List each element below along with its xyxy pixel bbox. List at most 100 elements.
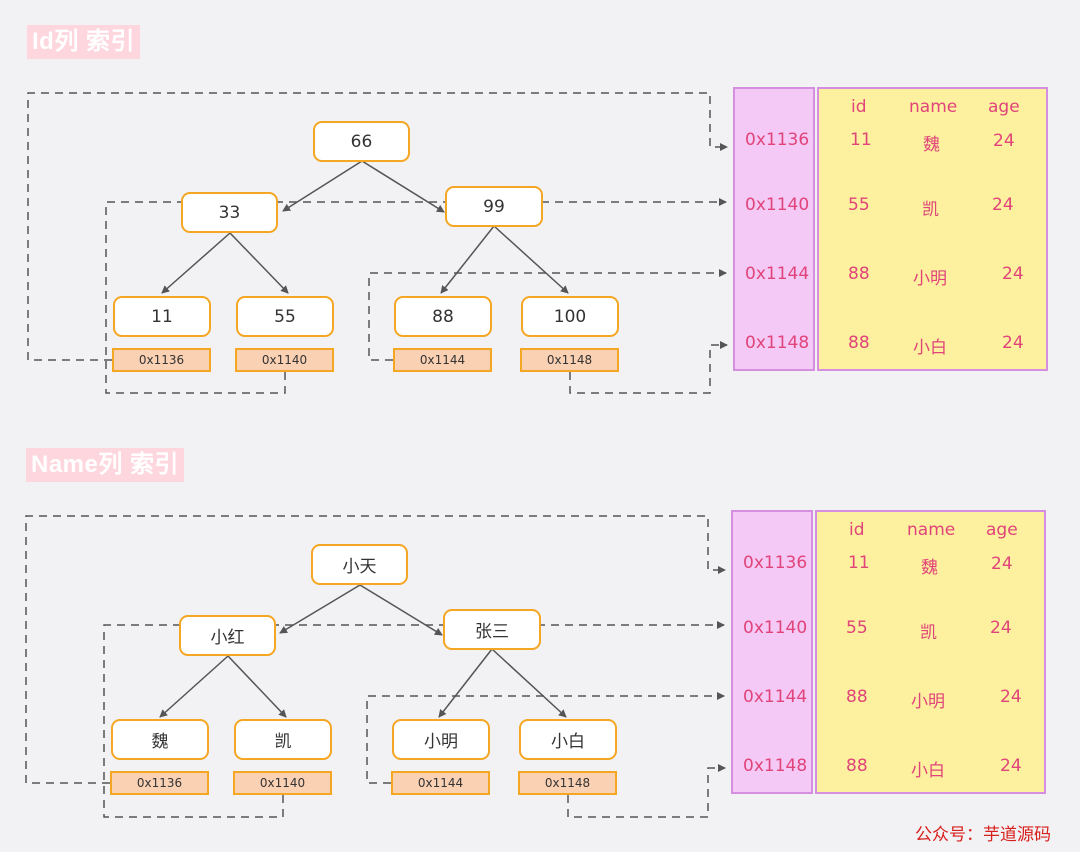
node-label: 100 [553, 306, 587, 327]
node-label: 小红 [210, 628, 245, 648]
row-id: 88 [848, 333, 870, 353]
pointer-label: 0x1148 [546, 353, 593, 367]
tree-leaf-node: 小白 [519, 719, 617, 760]
column-header-id: id [849, 520, 865, 540]
node-label: 凯 [274, 732, 292, 752]
node-label: 小白 [551, 732, 585, 752]
pointer-label: 0x1148 [544, 776, 591, 790]
link-0x1136 [27, 92, 728, 361]
row-name: 小明 [913, 269, 947, 289]
tree-leaf-node: 小明 [392, 719, 490, 760]
tree-left-node: 33 [181, 192, 278, 233]
leaf-pointer: 0x1140 [233, 771, 332, 795]
tree-right-node: 张三 [443, 609, 541, 650]
node-label: 33 [218, 202, 241, 223]
leaf-pointer: 0x1136 [112, 348, 211, 372]
leaf-pointer: 0x1148 [520, 348, 619, 372]
leaf-pointer: 0x1140 [235, 348, 334, 372]
name-index-section: Name列 索引 小天 小红 张三 魏 凯 小明 小白 0x1136 0x114… [0, 423, 1080, 849]
tree-leaf-node: 凯 [234, 719, 332, 760]
leaf-pointer: 0x1144 [393, 348, 492, 372]
node-label: 88 [432, 306, 454, 327]
tree-leaf-node: 11 [113, 296, 211, 337]
pointer-label: 0x1136 [136, 776, 183, 790]
row-id: 11 [848, 553, 870, 573]
leaf-pointer: 0x1144 [391, 771, 490, 795]
row-id: 88 [848, 264, 870, 284]
column-header-name: name [909, 97, 958, 117]
tree-connectors [25, 515, 726, 818]
edge-root-right [361, 160, 445, 213]
row-age: 24 [1002, 333, 1024, 353]
edge-left-leaf1 [159, 655, 229, 718]
data-table [815, 510, 1046, 794]
link-0x1140 [105, 198, 727, 394]
node-label: 99 [483, 196, 505, 217]
edge-right-leaf4 [491, 648, 567, 718]
row-age: 24 [1000, 756, 1022, 776]
row-age: 24 [990, 618, 1012, 638]
tree-leaf-node: 88 [394, 296, 492, 337]
pointer-label: 0x1140 [259, 776, 306, 790]
row-age: 24 [993, 131, 1015, 151]
row-name: 小明 [911, 692, 945, 712]
pointer-label: 0x1144 [419, 353, 466, 367]
row-name: 凯 [922, 200, 939, 220]
node-label: 11 [151, 306, 173, 327]
row-age: 24 [1002, 264, 1024, 284]
leaf-pointer: 0x1136 [110, 771, 209, 795]
row-name: 小白 [913, 338, 947, 358]
node-label: 55 [274, 306, 296, 327]
column-header-name: name [907, 520, 956, 540]
row-address: 0x1148 [745, 333, 810, 353]
row-address: 0x1148 [743, 756, 808, 776]
id-index-section: Id列 索引 66 33 99 11 55 88 100 0x1136 0x11… [27, 25, 1048, 394]
row-name: 魏 [921, 558, 938, 578]
row-id: 55 [848, 195, 870, 215]
link-0x1136 [25, 515, 726, 784]
row-id: 55 [846, 618, 868, 638]
edge-root-left [279, 584, 361, 634]
section-title: Id列 索引 [27, 25, 140, 59]
row-id: 88 [846, 687, 868, 707]
link-0x1140 [103, 621, 725, 818]
row-age: 24 [991, 554, 1013, 574]
edge-root-right [359, 584, 443, 636]
node-label: 66 [350, 131, 373, 152]
row-name: 小白 [911, 761, 945, 781]
edge-left-leaf2 [229, 232, 289, 294]
leaf-pointer: 0x1148 [518, 771, 617, 795]
row-address: 0x1140 [743, 618, 808, 638]
tree-root-node: 小天 [311, 544, 408, 585]
data-table [817, 87, 1048, 371]
node-label: 小天 [342, 557, 377, 577]
edge-right-leaf3 [438, 648, 493, 718]
row-address: 0x1140 [745, 195, 810, 215]
edge-right-leaf4 [493, 225, 569, 294]
row-address: 0x1144 [743, 687, 808, 707]
tree-root-node: 66 [313, 121, 410, 162]
pointer-label: 0x1140 [261, 353, 308, 367]
address-column [733, 87, 815, 371]
pointer-label: 0x1144 [417, 776, 464, 790]
column-header-age: age [986, 520, 1018, 540]
tree-connectors [27, 92, 728, 394]
edge-left-leaf2 [227, 655, 287, 718]
watermark: 公众号：芋道源码 [915, 825, 1051, 845]
tree-leaf-node: 100 [521, 296, 619, 337]
edge-right-leaf3 [440, 225, 495, 294]
node-label: 小明 [424, 732, 458, 752]
tree-leaf-node: 魏 [111, 719, 209, 760]
tree-right-node: 99 [445, 186, 543, 227]
node-label: 张三 [475, 622, 509, 642]
node-label: 魏 [151, 732, 169, 752]
column-header-id: id [851, 97, 867, 117]
tree-leaf-node: 55 [236, 296, 334, 337]
edge-root-left [282, 160, 363, 212]
row-id: 11 [850, 130, 872, 150]
section-title: Name列 索引 [26, 448, 185, 482]
row-address: 0x1136 [743, 553, 808, 573]
row-age: 24 [1000, 687, 1022, 707]
row-address: 0x1136 [745, 130, 810, 150]
edge-left-leaf1 [161, 232, 231, 294]
